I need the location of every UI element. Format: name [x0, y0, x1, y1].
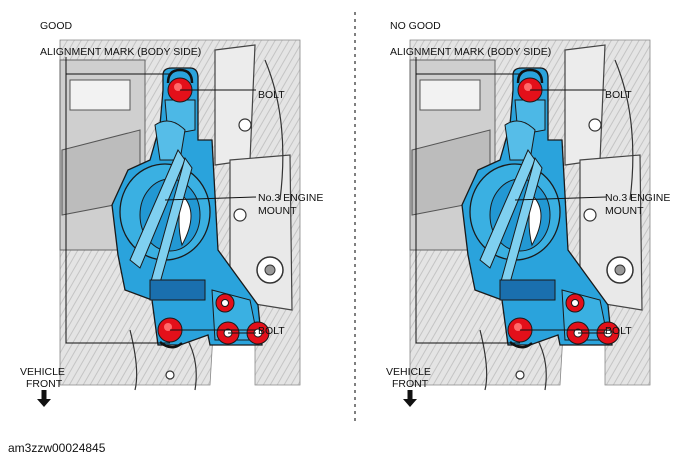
status-label: NO GOOD	[390, 20, 441, 32]
bolt-label-bottom: BOLT	[258, 325, 285, 337]
mount-label-line2: MOUNT	[258, 205, 297, 217]
vehicle-front-label-line1: VEHICLE	[20, 366, 65, 378]
vehicle-front-label-line2: FRONT	[392, 378, 429, 390]
alignment-mark-label: ALIGNMENT MARK (BODY SIDE)	[40, 46, 201, 58]
figure-code: am3zzw00024845	[8, 441, 106, 455]
mount-label-line1: No.3 ENGINE	[605, 192, 670, 204]
mount-label-line2: MOUNT	[605, 205, 644, 217]
vehicle-front-label-line2: FRONT	[26, 378, 63, 390]
mount-label-line1: No.3 ENGINE	[258, 192, 323, 204]
alignment-mark-label: ALIGNMENT MARK (BODY SIDE)	[390, 46, 551, 58]
arrow-down-icon	[37, 390, 51, 407]
arrow-down-icon	[403, 390, 417, 407]
bolt-label-bottom: BOLT	[605, 325, 632, 337]
bolt-label-top: BOLT	[258, 89, 285, 101]
bolt-label-top: BOLT	[605, 89, 632, 101]
panel-no-good: NO GOOD ALIGNMENT MARK (BODY SIDE) BOLT …	[386, 20, 670, 407]
vehicle-front-label-line1: VEHICLE	[386, 366, 431, 378]
panel-good: GOOD ALIGNMENT MARK (BODY SIDE) BOLT No.…	[20, 20, 323, 407]
status-label: GOOD	[40, 20, 73, 32]
